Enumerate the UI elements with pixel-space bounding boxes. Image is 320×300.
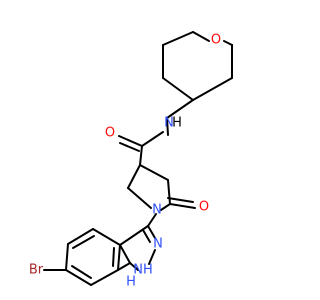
atom-o-lactam: O <box>199 200 209 215</box>
bond <box>192 77 233 101</box>
bond <box>117 244 121 271</box>
bond <box>160 203 171 211</box>
bond <box>139 164 169 181</box>
atom-o-amide: O <box>105 126 115 141</box>
bond <box>119 225 149 246</box>
bond <box>119 244 131 264</box>
bond <box>167 179 171 205</box>
bond <box>223 40 233 46</box>
atom-h-amide: H <box>172 116 182 131</box>
bond <box>167 197 194 203</box>
atom-nh-indazole: NH <box>133 263 153 278</box>
atom-o-ring: O <box>211 33 221 48</box>
bond <box>118 135 143 147</box>
bond <box>127 164 141 189</box>
bond <box>112 247 115 267</box>
atom-n-amide: N <box>164 116 174 131</box>
bond <box>169 203 196 209</box>
bond <box>119 142 140 152</box>
bond <box>92 228 121 246</box>
bond <box>141 131 164 147</box>
oxane-ring <box>162 31 233 101</box>
bond <box>90 269 119 286</box>
bond <box>147 213 157 227</box>
bond <box>142 229 151 243</box>
bond <box>127 187 152 209</box>
bond <box>65 269 92 286</box>
indazole-ring <box>65 225 156 286</box>
bond <box>117 262 131 271</box>
atom-n-pyrrolidine: N <box>152 203 162 218</box>
atom-br: Br <box>29 263 44 278</box>
atom-h-indazole: H <box>126 275 136 290</box>
bond <box>162 77 194 101</box>
bond <box>67 228 94 245</box>
bond <box>147 225 156 239</box>
bond <box>162 31 194 46</box>
bond <box>71 265 92 279</box>
pyrrolidinone-ring <box>127 164 171 211</box>
bond <box>192 31 210 42</box>
atom-n-indazole: N <box>153 237 163 252</box>
bond <box>166 117 169 136</box>
bond <box>65 243 69 271</box>
molecule-structure: O N H O N O N NH H Br <box>29 31 233 290</box>
bond <box>129 262 139 271</box>
bond <box>72 235 95 249</box>
bond <box>148 249 156 265</box>
bond <box>139 145 143 166</box>
bond <box>166 99 194 119</box>
